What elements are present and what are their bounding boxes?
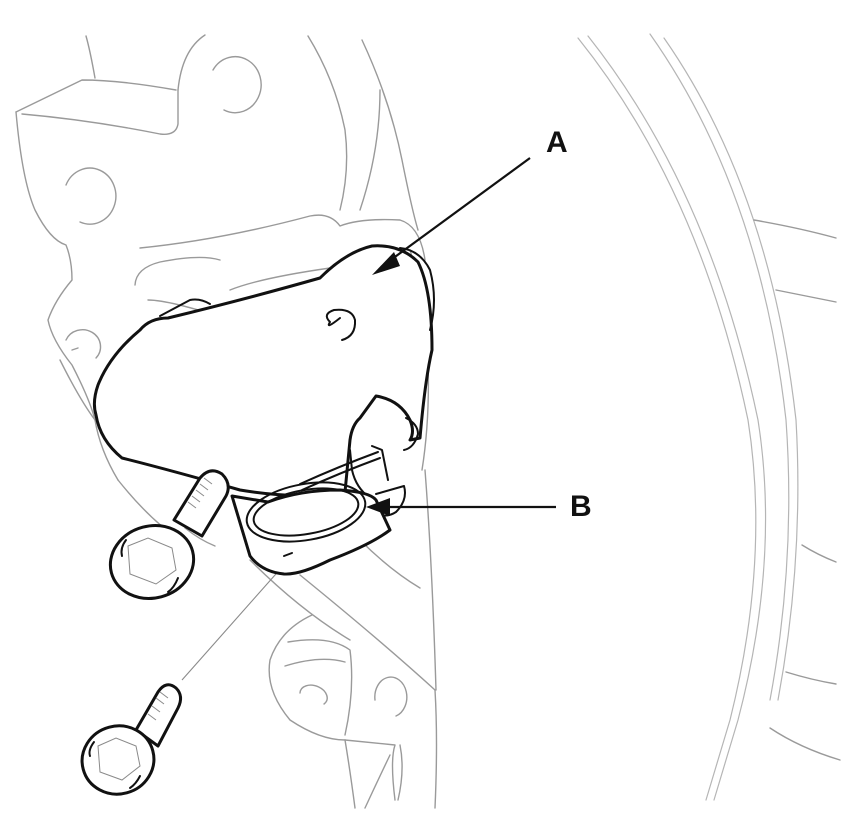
sensor-bracket-body — [92, 244, 435, 498]
callout-label-a: A — [546, 126, 568, 159]
callout-leader-a — [372, 157, 531, 275]
flange-bolt-upper — [108, 469, 230, 600]
connector-clip — [299, 417, 419, 517]
drive-plate-rim-background — [577, 33, 841, 801]
callout-leader-b — [366, 498, 556, 516]
mounting-ring-tab — [230, 481, 392, 576]
flange-bolt-lower — [80, 683, 183, 796]
callout-label-b: B — [570, 490, 592, 523]
